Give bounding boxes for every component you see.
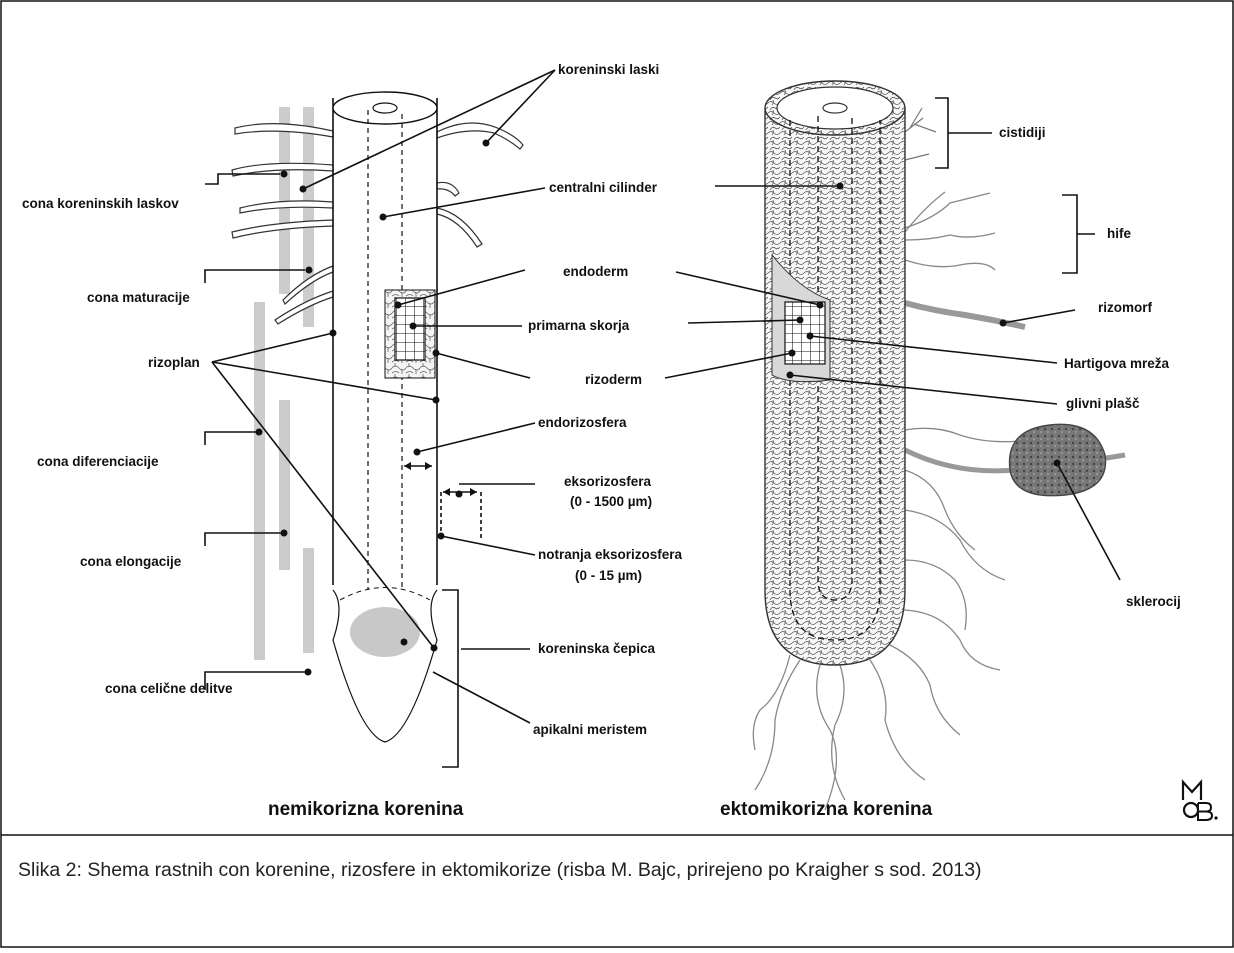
- label-endorizosfera: endorizosfera: [538, 415, 627, 430]
- title-nemikorizna: nemikorizna korenina: [268, 799, 464, 820]
- label-cona-elongacije: cona elongacije: [80, 554, 182, 569]
- label-eksorizosfera: eksorizosfera: [564, 474, 652, 489]
- title-ektomikorizna: ektomikorizna korenina: [720, 799, 933, 820]
- zone-bar-root-hairs: [279, 107, 290, 294]
- label-sklerocij: sklerocij: [1126, 594, 1181, 609]
- mob-logo: [1183, 782, 1218, 820]
- label-apikalni-meristem: apikalni meristem: [533, 722, 647, 737]
- label-rizomorf: rizomorf: [1098, 300, 1153, 315]
- label-cona-diferenciacije: cona diferenciacije: [37, 454, 159, 469]
- label-hife: hife: [1107, 226, 1131, 241]
- labels: koreninski laski cona koreninskih laskov…: [22, 62, 1181, 737]
- cystidia: [905, 108, 936, 160]
- label-glivni-plasc: glivni plašč: [1066, 396, 1140, 411]
- label-hartigova-mreza: Hartigova mreža: [1064, 356, 1170, 371]
- fungal-mantle-body: [765, 108, 905, 665]
- zone-bar-maturation: [303, 107, 314, 327]
- label-cona-koreninskih-laskov: cona koreninskih laskov: [22, 196, 179, 211]
- tissue-cutaway: [385, 290, 435, 378]
- label-cona-maturacije: cona maturacije: [87, 290, 190, 305]
- label-notranja-eksorizosfera: notranja eksorizosfera: [538, 547, 683, 562]
- label-centralni-cilinder: centralni cilinder: [549, 180, 658, 195]
- figure-caption: Slika 2: Shema rastnih con korenine, riz…: [18, 855, 1223, 886]
- label-koreninski-laski: koreninski laski: [558, 62, 659, 77]
- label-eksorizosfera-range: (0 - 1500 µm): [570, 494, 652, 509]
- zone-bar-elongation: [279, 400, 290, 570]
- label-cona-celicne-delitve: cona celične delitve: [105, 681, 233, 696]
- label-primarna-skorja: primarna skorja: [528, 318, 630, 333]
- apical-meristem: [350, 607, 420, 657]
- label-rizoderm: rizoderm: [585, 372, 642, 387]
- ectomycorrhizal-root: [665, 81, 1125, 810]
- label-notranja-eksorizosfera-range: (0 - 15 µm): [575, 568, 642, 583]
- label-koreninska-cepica: koreninska čepica: [538, 641, 656, 656]
- label-cistidiji: cistidiji: [999, 125, 1046, 140]
- zone-bar-cell-division: [303, 548, 314, 653]
- label-endoderm: endoderm: [563, 264, 628, 279]
- rhizosphere-arrows: [404, 462, 481, 540]
- non-mycorrhizal-root: [205, 70, 555, 767]
- zone-bar-differentiation: [254, 302, 265, 660]
- label-rizoplan: rizoplan: [148, 355, 200, 370]
- rhizomorph: [905, 303, 1025, 327]
